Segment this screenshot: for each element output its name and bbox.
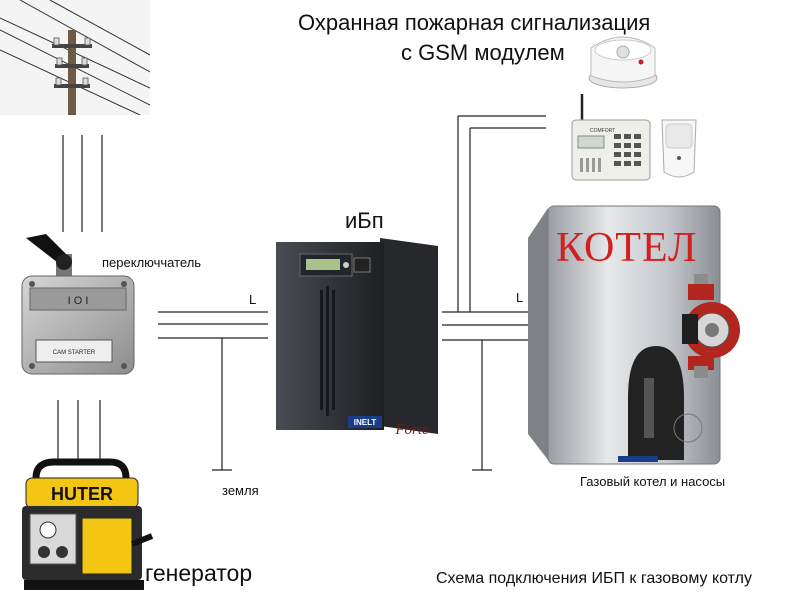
generator-brand: HUTER bbox=[51, 484, 113, 504]
boiler-icon bbox=[528, 205, 721, 465]
title-line-2: с GSM модулем bbox=[401, 40, 565, 65]
motion-sensor-icon bbox=[661, 119, 697, 178]
boiler-title: КОТЕЛ bbox=[556, 225, 698, 271]
ups-label: иБп bbox=[345, 208, 384, 233]
alarm-panel-icon: COMFORT bbox=[571, 94, 651, 181]
generator-label: генератор bbox=[145, 560, 253, 586]
alarm-panel-brand: COMFORT bbox=[590, 128, 615, 134]
switch-plate-text: CAM STARTER bbox=[53, 350, 96, 356]
title-line-1: Охранная пожарная сигнализация bbox=[298, 10, 651, 35]
generator-icon: HUTER bbox=[22, 458, 154, 590]
smoke-detector-icon bbox=[588, 36, 658, 89]
line-label-right: L bbox=[516, 290, 524, 305]
line-label-left: L bbox=[249, 292, 257, 307]
ups-icon: INELT Forte bbox=[276, 238, 438, 438]
boiler-caption: Газовый котел и насосы bbox=[580, 474, 726, 489]
switch-marking: I O I bbox=[68, 295, 89, 307]
changeover-switch-icon: I O I CAM STARTER bbox=[21, 234, 135, 375]
ups-badge: Forte bbox=[394, 422, 429, 438]
power-pole-icon bbox=[0, 0, 150, 115]
diagram-caption: Схема подключения ИБП к газовому котлу bbox=[436, 570, 752, 587]
ups-brand: INELT bbox=[354, 418, 377, 427]
pump-icon bbox=[682, 274, 740, 378]
switch-label: переключчатель bbox=[102, 255, 202, 270]
ground-label: земля bbox=[222, 483, 259, 498]
